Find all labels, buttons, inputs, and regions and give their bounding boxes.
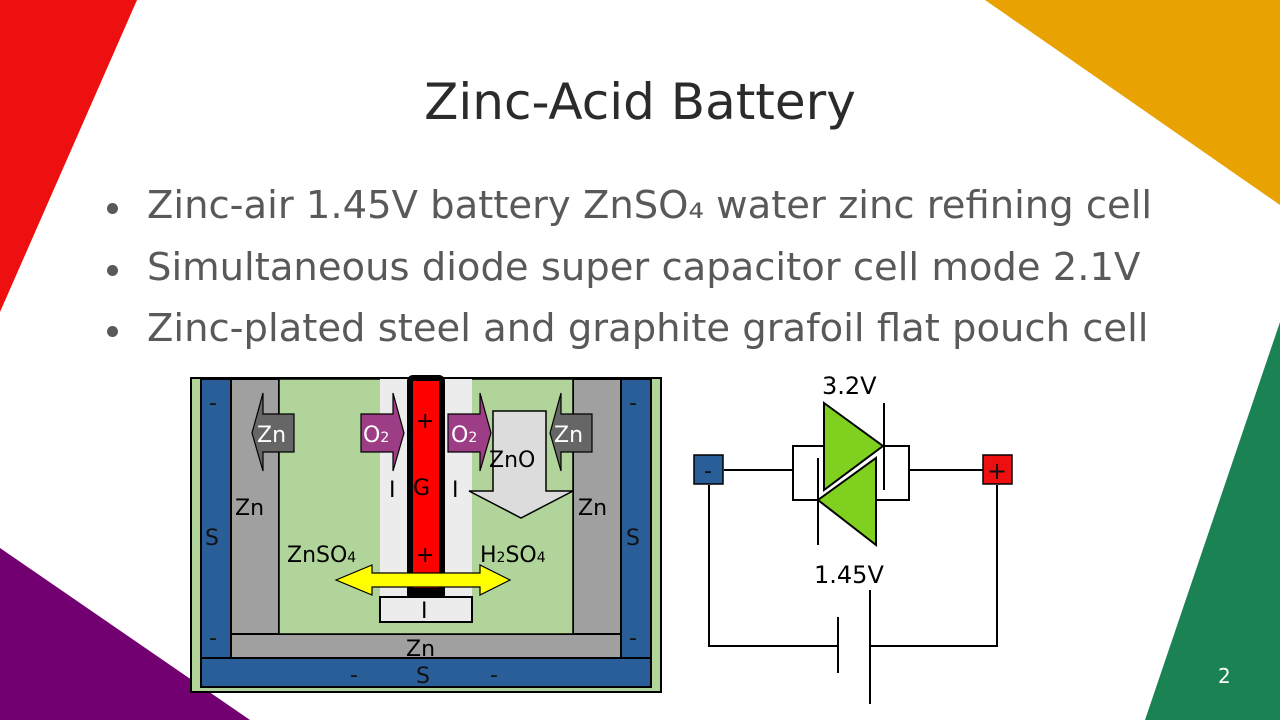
graphite-base (407, 588, 445, 596)
bullet-item: Zinc-air 1.45V battery ZnSO₄ water zinc … (100, 180, 1152, 242)
purple-corner-shape (0, 548, 250, 720)
red-corner-shape (0, 0, 137, 312)
steel-minus-label: - (629, 626, 637, 651)
graphite-plus-label: + (416, 409, 434, 434)
positive-terminal-label: + (987, 457, 1007, 485)
zn-arrow-right (549, 392, 593, 472)
zno-arrow (468, 410, 574, 519)
h2so4-h: H (480, 543, 497, 568)
zn-arrow-label: Zn (257, 423, 286, 448)
wire (708, 485, 838, 647)
ion-flow-arrow (334, 564, 512, 596)
o2-base: O (363, 423, 380, 448)
insulator-bottom (379, 596, 473, 623)
steel-label: S (626, 526, 640, 551)
graphite-label: G (413, 476, 430, 501)
positive-terminal (982, 454, 1013, 485)
wire (792, 445, 824, 501)
slide-title: Zinc-Acid Battery (424, 73, 856, 131)
steel-minus-label: - (629, 391, 637, 416)
zinc-label: Zn (578, 496, 607, 521)
diode-forward (823, 401, 885, 492)
zn-arrow-left (251, 392, 295, 472)
steel-minus-label: - (209, 391, 217, 416)
slide-number: 2 (1218, 664, 1231, 688)
h2so4-so: SO (505, 543, 536, 568)
znso4-base: ZnSO (287, 543, 347, 568)
diode-voltage-label: 3.2V (822, 372, 877, 400)
o2-label: O2 (363, 423, 389, 448)
bullet-dot-icon (107, 326, 118, 337)
steel-bottom (200, 657, 652, 688)
bullet-dot-icon (107, 203, 118, 214)
steel-label: S (205, 526, 219, 551)
h2so4-subscript-2: 2 (497, 550, 506, 566)
znso4-label: ZnSO4 (287, 543, 356, 568)
steel-minus-label: - (490, 663, 498, 688)
zno-label: ZnO (489, 448, 535, 473)
bullet-text: Simultaneous diode super capacitor cell … (147, 244, 1141, 290)
zn-arrow-label: Zn (554, 423, 583, 448)
o2-subscript: 2 (468, 430, 477, 446)
cell-voltage-label: 1.45V (814, 561, 884, 589)
bullet-text: Zinc-plated steel and graphite grafoil f… (147, 306, 1149, 351)
wire (870, 485, 998, 647)
negative-terminal (693, 454, 724, 485)
steel-label: S (416, 664, 430, 689)
bullet-dot-icon (107, 264, 118, 276)
o2-subscript: 2 (380, 430, 389, 446)
graphite-plus-label: + (416, 543, 434, 568)
steel-minus-label: - (350, 663, 358, 688)
zinc-label: Zn (235, 496, 264, 521)
bullet-item: Simultaneous diode super capacitor cell … (100, 242, 1152, 304)
steel-minus-label: - (209, 626, 217, 651)
zinc-label: Zn (406, 637, 435, 662)
insulator-label: I (389, 478, 396, 503)
h2so4-label: H2SO4 (480, 543, 546, 568)
o2-base: O (451, 423, 468, 448)
insulator-label: I (421, 599, 428, 624)
bullet-list: Zinc-air 1.45V battery ZnSO₄ water zinc … (100, 180, 1152, 365)
znso4-subscript: 4 (347, 550, 356, 566)
insulator-label: I (452, 478, 459, 503)
o2-arrow-left (360, 392, 405, 472)
wire (876, 445, 910, 501)
o2-arrow-right (447, 392, 492, 472)
orange-corner-shape (985, 0, 1280, 205)
green-corner-shape (1145, 322, 1280, 720)
h2so4-subscript-4: 4 (537, 550, 546, 566)
o2-label: O2 (451, 423, 477, 448)
negative-terminal-label: - (704, 459, 712, 484)
bullet-item: Zinc-plated steel and graphite grafoil f… (100, 303, 1152, 365)
bullet-text: Zinc-air 1.45V battery ZnSO₄ water zinc … (147, 183, 1153, 228)
zinc-bottom (230, 633, 622, 659)
diode-reverse (816, 456, 877, 548)
